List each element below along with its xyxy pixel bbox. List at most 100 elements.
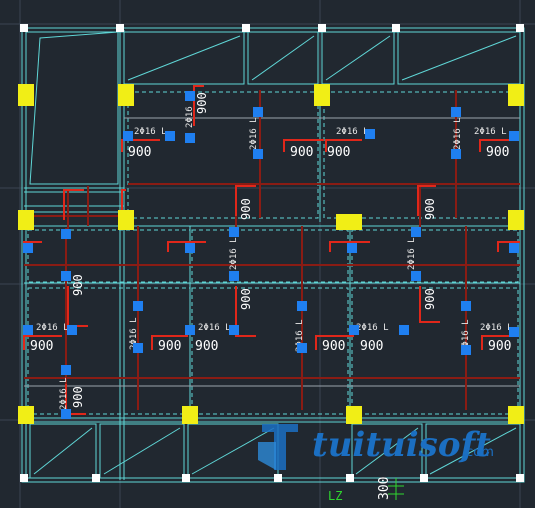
- anchor-point: [23, 243, 33, 253]
- panel-outline: [99, 423, 185, 479]
- tuituisoft-logo-icon: [262, 424, 298, 470]
- rebar-hook: [193, 85, 204, 126]
- span-label-900: 900: [128, 145, 151, 160]
- panel-diagonal: [33, 427, 93, 475]
- anchor-point: [509, 131, 519, 141]
- panel-diagonal: [251, 35, 315, 81]
- rebar-hook: [283, 139, 324, 152]
- outer-frame-line: [25, 31, 521, 479]
- watermark: tuituisoft.com: [258, 424, 494, 470]
- span-label-900: 900: [327, 145, 350, 160]
- rebar-hook: [151, 335, 188, 350]
- anchor-point: [365, 129, 375, 139]
- rebar-hooks: [23, 85, 520, 415]
- panel-diagonal: [191, 427, 275, 475]
- span-label-900: 900: [30, 339, 53, 354]
- rebar-hook: [417, 185, 436, 216]
- anchor-point: [461, 345, 471, 355]
- column: [508, 406, 524, 424]
- panel-outline: [247, 31, 319, 85]
- beam-tag: 2Φ16 L: [185, 95, 195, 128]
- column: [18, 210, 34, 230]
- rebar-hook: [121, 139, 160, 152]
- anchor-point: [451, 149, 461, 159]
- column: [346, 406, 362, 424]
- anchor-point: [399, 325, 409, 335]
- anchor-point: [411, 227, 421, 237]
- rebar-hook: [329, 241, 370, 252]
- span-label-900: 900: [423, 288, 437, 310]
- grid-nodes: [20, 24, 524, 482]
- anchor-point: [61, 229, 71, 239]
- anchor-point: [185, 91, 195, 101]
- column: [182, 406, 198, 424]
- grid-node: [346, 474, 354, 482]
- panel-diagonal: [103, 427, 181, 475]
- beam-tag: 2Φ16 L: [295, 319, 305, 352]
- grid-node: [516, 24, 524, 32]
- column: [314, 84, 330, 106]
- anchor-point: [165, 131, 175, 141]
- beam-tag: 2Φ16 L: [480, 323, 513, 333]
- anchor-point: [61, 409, 71, 419]
- grid-node: [20, 474, 28, 482]
- anchor-point: [229, 271, 239, 281]
- column: [336, 214, 362, 230]
- span-label-900: 900: [239, 288, 253, 310]
- beam-tag: 2Φ16 L: [407, 237, 417, 270]
- span-label-900: 900: [71, 274, 85, 296]
- rebar-hook: [121, 189, 126, 218]
- anchor-point: [253, 107, 263, 117]
- panel-diagonal: [429, 427, 517, 475]
- span-label-900: 900: [290, 145, 313, 160]
- span-label-900: 900: [322, 339, 345, 354]
- span-label-900: 900: [71, 386, 85, 408]
- panel-diagonal: [325, 35, 391, 81]
- anchor-points: [23, 91, 519, 419]
- anchor-point: [185, 325, 195, 335]
- beam-tag: 2Φ16 L: [249, 117, 259, 150]
- anchor-point: [185, 133, 195, 143]
- columns: [18, 84, 524, 424]
- anchor-point: [133, 301, 143, 311]
- beam-tag: 2Φ16 L: [36, 323, 69, 333]
- beam-tag: 2Φ16 L: [129, 317, 139, 350]
- beam-tag: 2Φ16 L: [461, 319, 471, 352]
- dimension-text: 300: [377, 477, 392, 500]
- grid-node: [318, 24, 326, 32]
- grid-node: [420, 474, 428, 482]
- slab-panel: [27, 229, 191, 283]
- grid-node: [392, 24, 400, 32]
- axis-label: LZ: [328, 489, 342, 503]
- anchor-point: [185, 243, 195, 253]
- rebar-hook: [235, 286, 256, 337]
- rebar-hook: [325, 139, 362, 152]
- rebar-hook: [481, 335, 518, 350]
- tuituisoft-logo-icon: [258, 442, 276, 470]
- rebar-hook: [479, 139, 518, 152]
- anchor-point: [297, 343, 307, 353]
- anchor-point: [123, 131, 133, 141]
- grid-node: [20, 24, 28, 32]
- span-label-900: 900: [239, 198, 253, 220]
- anchor-point: [23, 325, 33, 335]
- rebar-hook: [23, 335, 62, 350]
- span-label-900: 900: [195, 92, 209, 114]
- beam-tag: 2Φ16 L: [356, 323, 389, 333]
- anchor-point: [461, 301, 471, 311]
- column: [508, 84, 524, 106]
- anchor-point: [229, 325, 239, 335]
- rebar-hook: [497, 241, 520, 252]
- stair-outline: [29, 31, 119, 185]
- anchor-point: [133, 343, 143, 353]
- rebar-hook: [63, 189, 84, 220]
- anchor-point: [67, 325, 77, 335]
- column: [18, 84, 34, 106]
- grid-node: [274, 474, 282, 482]
- span-label-900: 900: [195, 339, 218, 354]
- watermark-text: tuituisoft: [312, 425, 491, 465]
- grid-node: [116, 24, 124, 32]
- grid-node: [92, 474, 100, 482]
